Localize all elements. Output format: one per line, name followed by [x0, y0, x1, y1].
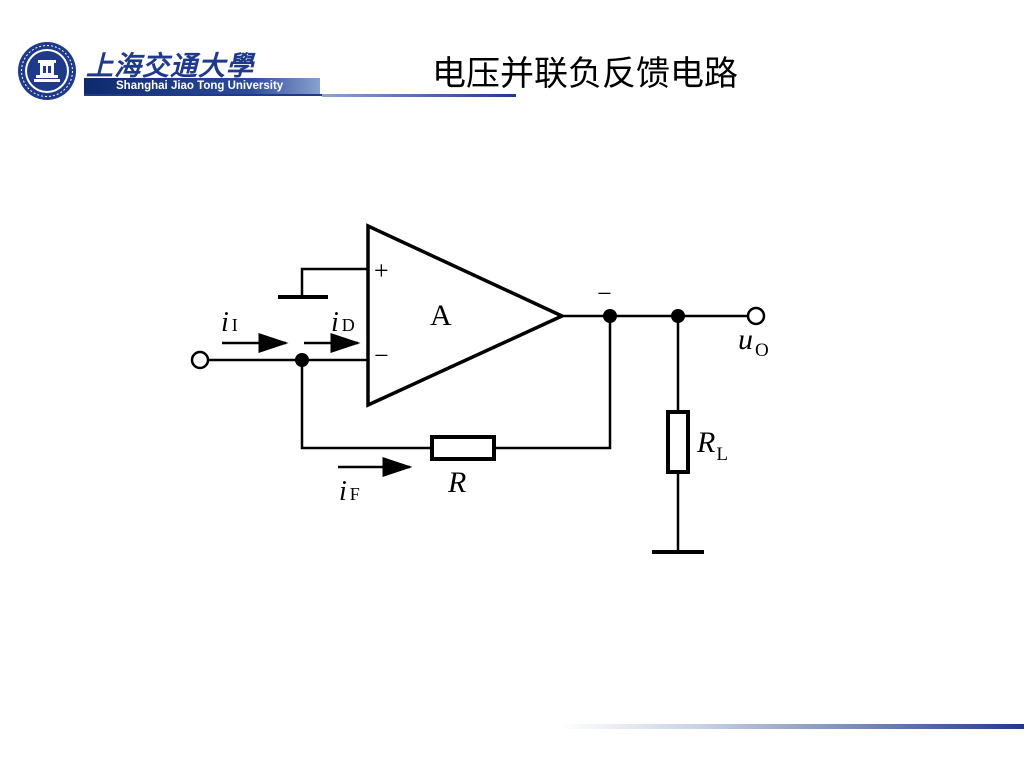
- label-current-diff-sub: D: [342, 315, 355, 335]
- label-output-voltage-main: u: [738, 323, 753, 356]
- label-resistor-load-sub: L: [716, 444, 728, 465]
- university-name-bar: Shanghai Jiao Tong University: [84, 78, 320, 94]
- header-divider: [84, 94, 516, 96]
- header-divider-accent: [322, 94, 516, 97]
- input-terminal: [190, 350, 210, 370]
- label-current-diff-main: i: [331, 307, 339, 338]
- wire-feedback-loop: [300, 316, 612, 450]
- label-output-voltage-sub: O: [755, 340, 769, 361]
- resistor-feedback: [430, 435, 496, 461]
- label-current-input-sub: I: [232, 315, 238, 335]
- output-terminal: [746, 306, 766, 326]
- label-resistor-feedback: R: [447, 466, 466, 499]
- amplifier-label: A: [430, 299, 452, 332]
- footer-divider: [560, 724, 1024, 729]
- label-current-feedback-main: i: [339, 476, 347, 507]
- plus-sign: +: [374, 256, 389, 285]
- university-seal-icon: [16, 40, 78, 102]
- node-output-feedback: [603, 309, 617, 323]
- label-current-input-main: i: [221, 307, 229, 338]
- label-resistor-load-main: R: [696, 426, 715, 459]
- label-resistor-load: RL: [696, 426, 728, 465]
- university-name-english: Shanghai Jiao Tong University: [116, 80, 284, 92]
- minus-sign: −: [374, 341, 389, 370]
- wire-noninverting-to-ground: [300, 267, 368, 296]
- opamp-triangle: [366, 223, 567, 408]
- label-current-feedback-sub: F: [350, 484, 360, 504]
- resistor-load: [666, 410, 690, 474]
- output-inversion-mark: −: [597, 279, 612, 308]
- university-name-chinese: 上海交通大學: [86, 51, 254, 82]
- slide-title: 电压并联负反馈电路: [432, 54, 738, 94]
